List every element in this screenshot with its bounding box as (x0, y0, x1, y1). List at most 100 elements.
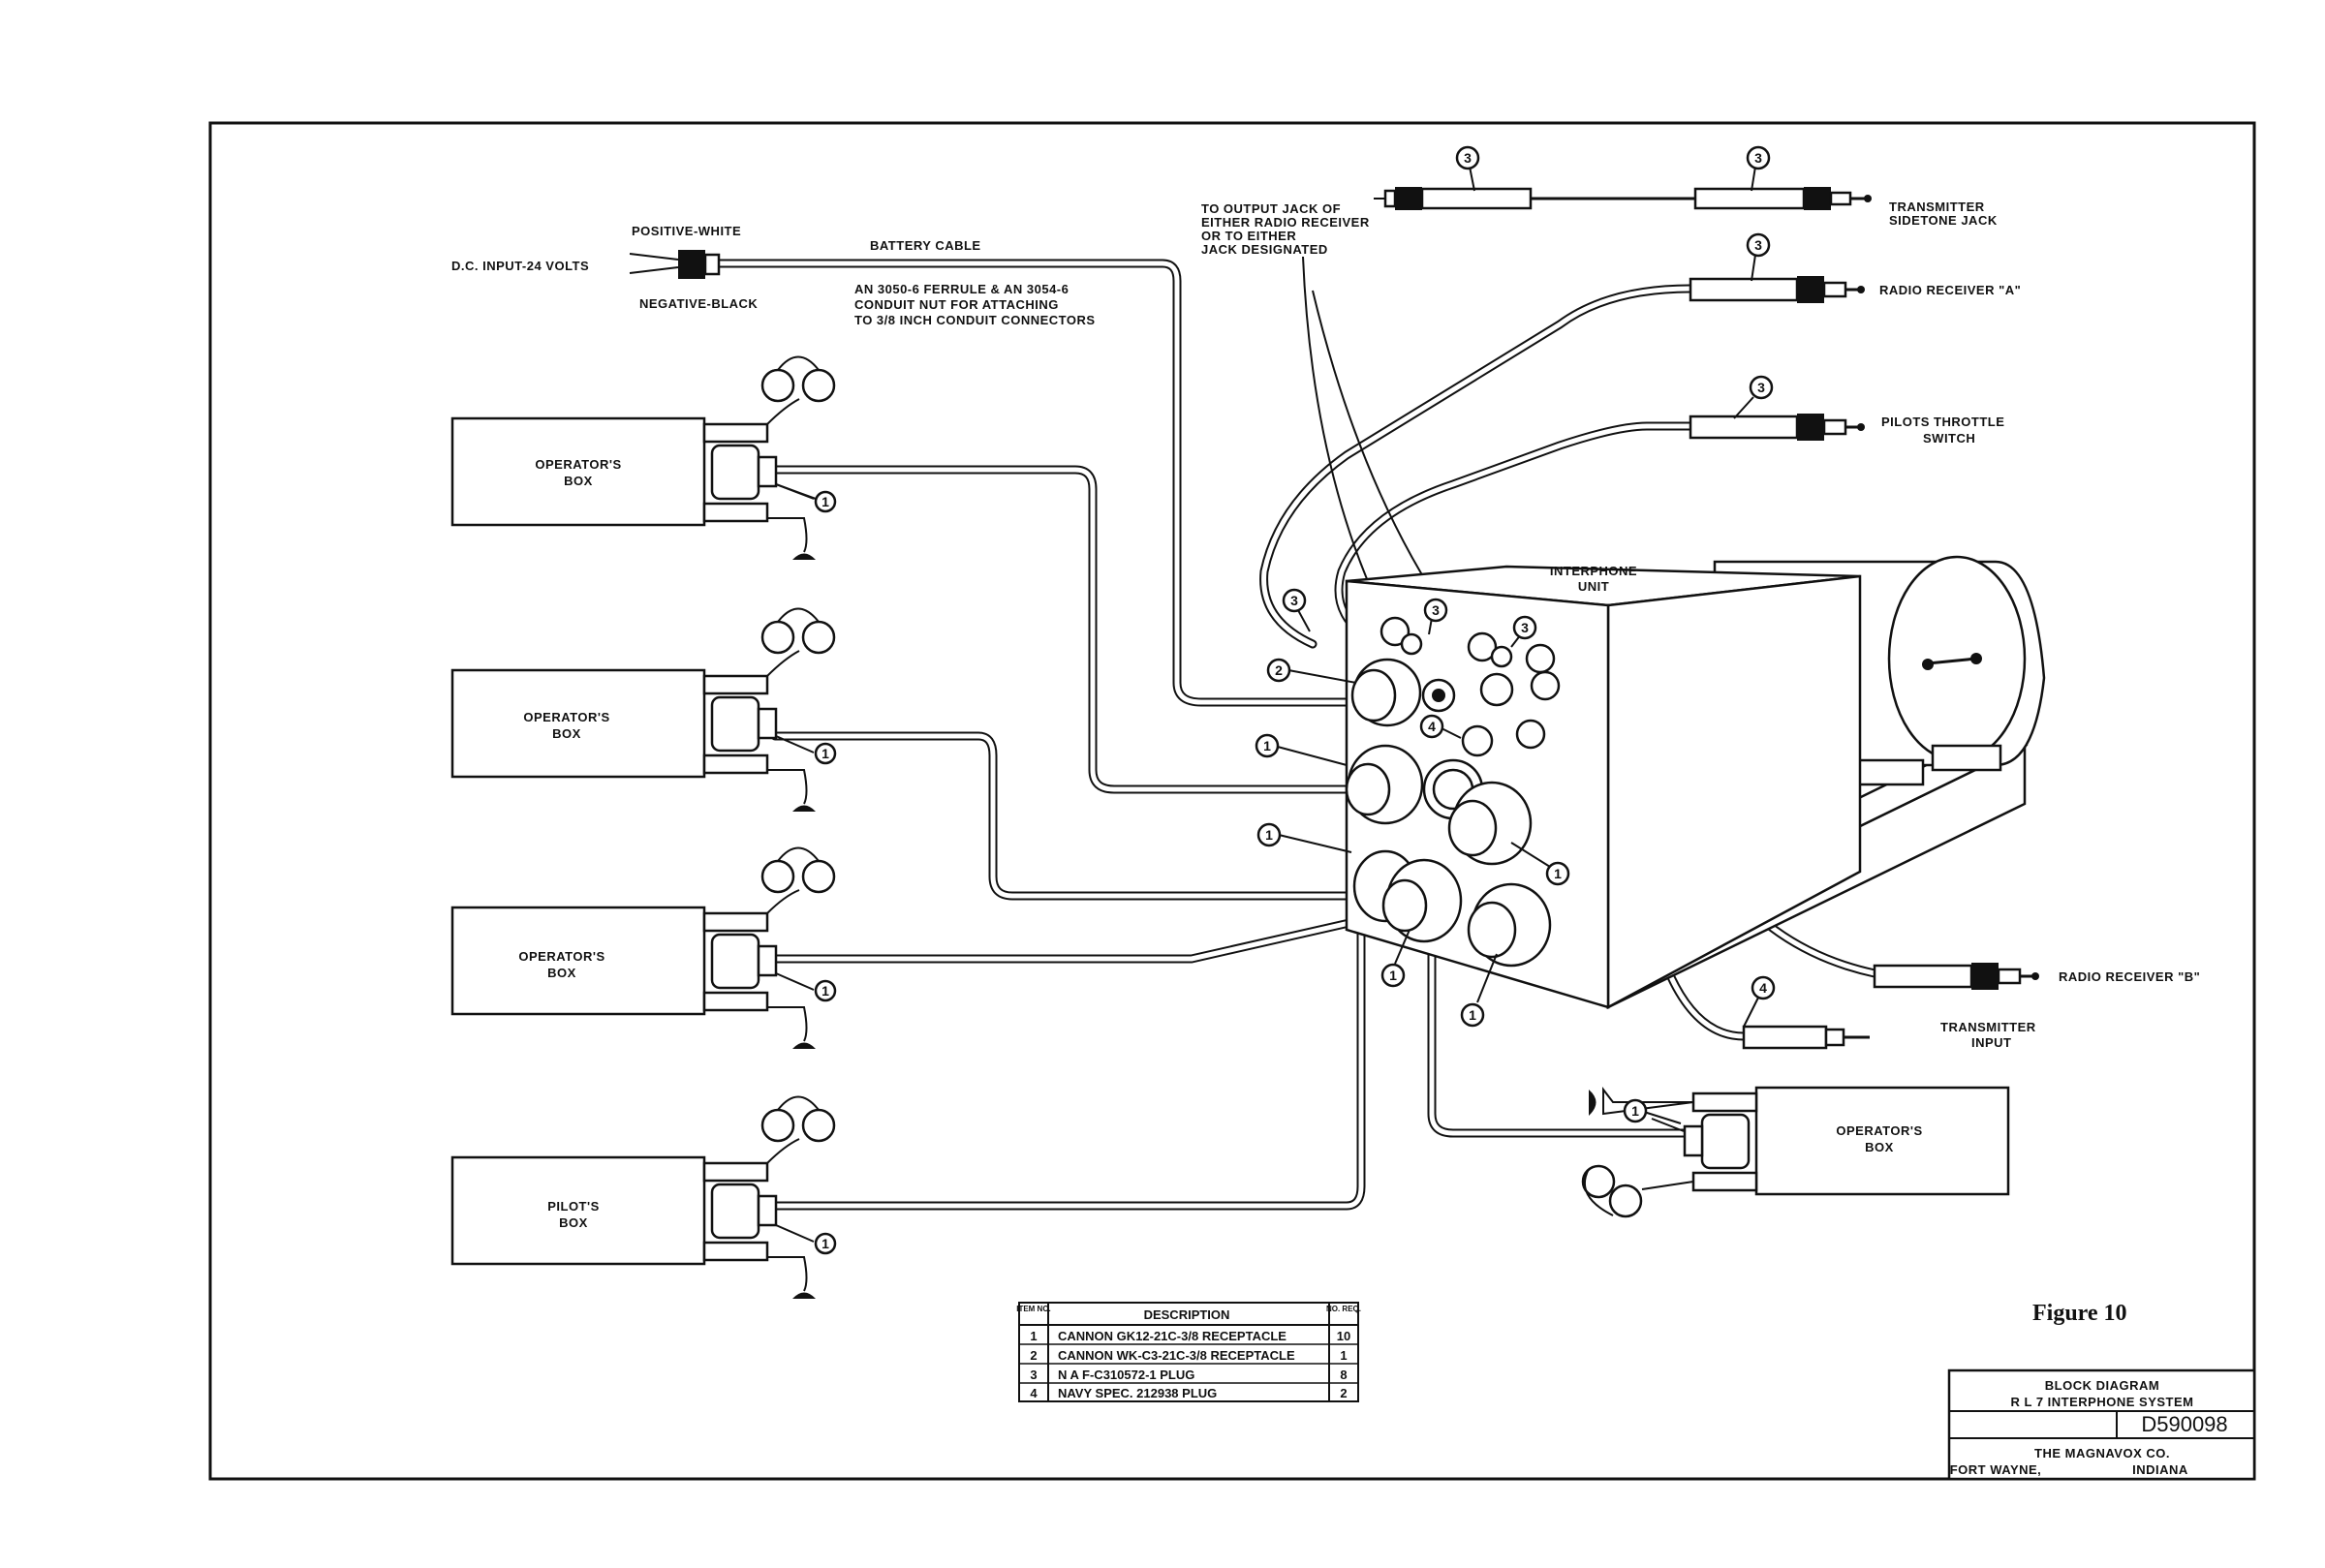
output-jack-note-line-2: EITHER RADIO RECEIVER (1201, 215, 1370, 230)
dc-input-label: D.C. INPUT-24 VOLTS (451, 259, 589, 273)
svg-text:CANNON WK-C3-21C-3/8 RECEPTAC: CANNON WK-C3-21C-3/8 RECEPTACLE (1058, 1348, 1295, 1363)
box-1-label-line-1: OPERATOR'S (535, 457, 621, 472)
company-city: FORT WAYNE, (1950, 1462, 2042, 1477)
drawing-border (208, 121, 2256, 1481)
svg-text:3: 3 (1464, 150, 1472, 166)
callout-circles: 1 1 1 1 1 1 1 1 1 1 2 3 3 3 3 3 3 3 4 4 (775, 145, 1776, 1255)
svg-text:4: 4 (1030, 1386, 1038, 1400)
table-row: 2 CANNON WK-C3-21C-3/8 RECEPTACLE 1 (1030, 1348, 1347, 1363)
pilots-throttle-line-2: SWITCH (1923, 431, 1975, 446)
svg-text:3: 3 (1754, 150, 1762, 166)
svg-text:1: 1 (822, 494, 829, 509)
transmitter-sidetone-line-2: SIDETONE JACK (1889, 213, 1998, 228)
operator-box-2 (450, 607, 836, 812)
title-line-2: R L 7 INTERPHONE SYSTEM (2011, 1395, 2194, 1409)
ferrule-note-line-2: CONDUIT NUT FOR ATTACHING (854, 297, 1059, 312)
callout-item-3: 3 (1746, 232, 1771, 282)
title-block: BLOCK DIAGRAM R L 7 INTERPHONE SYSTEM D5… (1947, 1368, 2256, 1481)
unit-front-connectors (1345, 616, 1561, 968)
output-jack-note-line-3: OR TO EITHER (1201, 229, 1296, 243)
callout-item-3: 3 (1455, 145, 1480, 192)
company-name: THE MAGNAVOX CO. (2034, 1446, 2170, 1460)
diagram-labels: D.C. INPUT-24 VOLTS POSITIVE-WHITE NEGAT… (451, 200, 2200, 1050)
parts-table: ITEM NO. DESCRIPTION NO. REQ. 1 CANNON G… (1016, 1302, 1361, 1402)
positive-wire-label: POSITIVE-WHITE (632, 224, 741, 238)
svg-text:3: 3 (1754, 237, 1762, 253)
ferrule-note-line-1: AN 3050-6 FERRULE & AN 3054-6 (854, 282, 1069, 296)
callout-item-3: 3 (1746, 145, 1771, 192)
callout-item-1: 1 (1460, 953, 1498, 1028)
box-2-label-line-1: OPERATOR'S (523, 710, 609, 724)
table-header-description: DESCRIPTION (1144, 1307, 1230, 1322)
transmitter-input-line-2: INPUT (1971, 1035, 2012, 1050)
dc-input-connector (629, 250, 721, 279)
svg-text:3: 3 (1030, 1368, 1037, 1382)
operator-box-1 (450, 355, 836, 560)
callout-item-4: 4 (1419, 714, 1462, 739)
svg-text:1: 1 (1340, 1348, 1347, 1363)
svg-text:1: 1 (1030, 1329, 1037, 1343)
output-jack-note-line-4: JACK DESIGNATED (1201, 242, 1328, 257)
operator-box-5 (1581, 1086, 2010, 1218)
svg-text:NAVY SPEC. 212938 PLUG: NAVY SPEC. 212938 PLUG (1058, 1386, 1217, 1400)
svg-text:CANNON GK12-21C-3/8 RECEPTACL: CANNON GK12-21C-3/8 RECEPTACLE (1058, 1329, 1286, 1343)
svg-text:1: 1 (822, 1236, 829, 1251)
svg-text:1: 1 (1265, 827, 1273, 843)
ferrule-note-line-3: TO 3/8 INCH CONDUIT CONNECTORS (854, 313, 1096, 327)
operator-box-3 (450, 846, 836, 1049)
table-header-no-req: NO. REQ. (1326, 1305, 1361, 1313)
callout-item-3: 3 (1510, 615, 1537, 648)
callout-item-1: 1 (814, 979, 837, 1002)
svg-text:3: 3 (1432, 602, 1440, 618)
box-5-label-line-2: BOX (1865, 1140, 1894, 1154)
svg-text:3: 3 (1521, 620, 1529, 635)
box-labels: OPERATOR'S BOX OPERATOR'S BOX OPERATOR'S… (518, 457, 1922, 1230)
pilot-box-label-line-2: BOX (559, 1215, 588, 1230)
figure-label: Figure 10 (2032, 1301, 2127, 1326)
box-5-label-line-1: OPERATOR'S (1836, 1123, 1922, 1138)
radio-receiver-b-plug (1873, 963, 2039, 990)
interphone-unit-line-1: INTERPHONE (1550, 564, 1637, 578)
negative-wire-label: NEGATIVE-BLACK (639, 296, 758, 311)
callout-item-1: 1 (775, 483, 837, 513)
svg-text:1: 1 (1554, 866, 1562, 881)
pilot-box-label-line-1: PILOT'S (547, 1199, 600, 1214)
callout-item-3: 3 (1733, 375, 1774, 419)
svg-text:3: 3 (1290, 593, 1298, 608)
output-jack-note-line-1: TO OUTPUT JACK OF (1201, 201, 1341, 216)
svg-text:1: 1 (1631, 1103, 1639, 1119)
box-1-label-line-2: BOX (564, 474, 593, 488)
svg-text:2: 2 (1030, 1348, 1037, 1363)
callout-item-1: 1 (814, 1232, 837, 1255)
sidetone-plug-left (1374, 187, 1533, 210)
sidetone-plug-right (1693, 187, 1872, 210)
svg-text:1: 1 (1389, 968, 1397, 983)
transmitter-input-plug (1742, 1025, 1870, 1050)
pilots-throttle-plug (1689, 414, 1865, 441)
svg-text:8: 8 (1340, 1368, 1347, 1382)
svg-text:N A F-C310572-1 PLUG: N A F-C310572-1 PLUG (1058, 1368, 1194, 1382)
radio-receiver-a-label: RADIO RECEIVER "A" (1879, 283, 2021, 297)
pilot-box (450, 1095, 836, 1299)
company-state: INDIANA (2132, 1462, 2188, 1477)
svg-text:3: 3 (1757, 380, 1765, 395)
table-row: 3 N A F-C310572-1 PLUG 8 (1030, 1368, 1347, 1382)
radio-receiver-a-plug (1689, 276, 1865, 303)
radio-receiver-b-label: RADIO RECEIVER "B" (2059, 969, 2200, 984)
drawing-number: D590098 (2141, 1412, 2227, 1436)
interphone-unit-line-2: UNIT (1578, 579, 1609, 594)
callout-item-1: 1 (1510, 842, 1570, 886)
table-row: 4 NAVY SPEC. 212938 PLUG 2 (1030, 1386, 1347, 1400)
svg-text:1: 1 (1263, 738, 1271, 753)
pilots-throttle-line-1: PILOTS THROTTLE (1881, 415, 2004, 429)
box-3-label-line-2: BOX (547, 966, 576, 980)
svg-text:2: 2 (1340, 1386, 1347, 1400)
callout-item-1: 1 (814, 742, 837, 765)
table-row: 1 CANNON GK12-21C-3/8 RECEPTACLE 10 (1030, 1329, 1350, 1343)
transmitter-input-line-1: TRANSMITTER (1940, 1020, 2036, 1034)
box-2-label-line-2: BOX (552, 726, 581, 741)
svg-text:10: 10 (1337, 1329, 1350, 1343)
callout-item-3: 3 (1282, 588, 1311, 632)
box-3-label-line-1: OPERATOR'S (518, 949, 604, 964)
